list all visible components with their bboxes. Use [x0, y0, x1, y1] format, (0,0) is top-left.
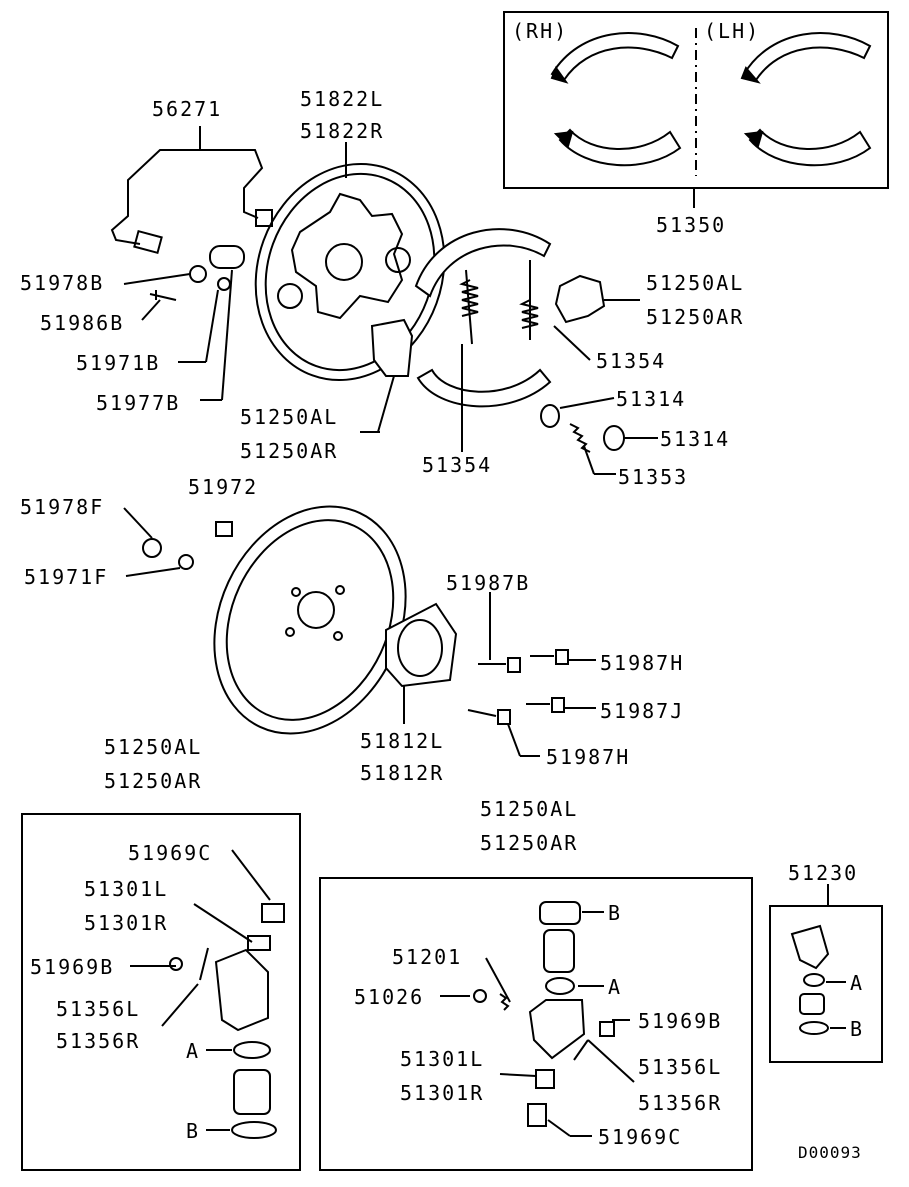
- label-51987B: 51987B: [446, 571, 531, 595]
- brake-tube: [110, 126, 264, 245]
- label-51250AL-a: 51250AL: [240, 405, 339, 429]
- label-51026: 51026: [354, 985, 425, 1009]
- label-51987H-a: 51987H: [600, 651, 685, 675]
- label-51822R: 51822R: [300, 119, 385, 143]
- box1-label-L: 51250AL: [104, 735, 203, 759]
- label-A3: A: [850, 971, 865, 995]
- label-51201: 51201: [392, 945, 463, 969]
- label-51972: 51972: [188, 475, 259, 499]
- label-51314-a: 51314: [616, 387, 687, 411]
- spring-left: [459, 269, 479, 345]
- wheel-cylinder-on-plate: [370, 318, 414, 433]
- wheel-cylinder-right: [554, 274, 636, 324]
- hub-bolts: [467, 592, 596, 757]
- label-51301R-b: 51301R: [400, 1081, 485, 1105]
- rh-brake-shoes: [550, 32, 682, 167]
- label-51971B: 51971B: [76, 351, 161, 375]
- nuts-lower: [123, 507, 233, 577]
- label-51356R-b: 51356R: [638, 1091, 723, 1115]
- label-51978B: 51978B: [20, 271, 105, 295]
- backing-plate: [254, 162, 446, 382]
- label-lh: (LH): [704, 19, 761, 43]
- label-51356L-a: 51356L: [56, 997, 141, 1021]
- label-51301L-a: 51301L: [84, 877, 169, 901]
- diagram-code: D00093: [798, 1143, 862, 1162]
- label-51822L: 51822L: [300, 87, 385, 111]
- label-51977B: 51977B: [96, 391, 181, 415]
- label-B2: B: [608, 901, 623, 925]
- label-56271: 56271: [152, 97, 223, 121]
- label-51812R: 51812R: [360, 761, 445, 785]
- label-51987J: 51987J: [600, 699, 685, 723]
- spring-right: [519, 260, 539, 340]
- label-51353: 51353: [618, 465, 689, 489]
- label-51986B: 51986B: [40, 311, 125, 335]
- hub-flange: [385, 602, 458, 724]
- label-B1: B: [186, 1119, 201, 1143]
- label-51812L: 51812L: [360, 729, 445, 753]
- label-51301L-b: 51301L: [400, 1047, 485, 1071]
- assembled-shoes: [414, 228, 552, 452]
- brake-drum: [213, 505, 407, 735]
- box1-label-R: 51250AR: [104, 769, 203, 793]
- label-51230: 51230: [788, 861, 859, 885]
- cylinder-box-left: [21, 813, 301, 1171]
- cylinder-box-middle: [319, 877, 753, 1171]
- adjuster-parts: [540, 325, 658, 475]
- tube-fitting-left: [133, 229, 163, 255]
- label-51350: 51350: [656, 213, 727, 237]
- label-51356L-b: 51356L: [638, 1055, 723, 1079]
- box2-label-R: 51250AR: [480, 831, 579, 855]
- box2-label-L: 51250AL: [480, 797, 579, 821]
- label-51978F: 51978F: [20, 495, 105, 519]
- label-51354-a: 51354: [596, 349, 667, 373]
- hardware-left: [123, 245, 245, 401]
- label-51250AR-a: 51250AR: [240, 439, 339, 463]
- cylinder-middle-parts: [440, 901, 635, 1137]
- label-51969C-b: 51969C: [598, 1125, 683, 1149]
- label-51301R-a: 51301R: [84, 911, 169, 935]
- label-rh: (RH): [512, 19, 569, 43]
- label-51354-b: 51354: [422, 453, 493, 477]
- label-51969B-a: 51969B: [30, 955, 115, 979]
- cylinder-left-parts: [130, 849, 285, 1139]
- label-A2: A: [608, 975, 623, 999]
- label-A1: A: [186, 1039, 201, 1063]
- label-51987H-b: 51987H: [546, 745, 631, 769]
- label-51250AR-b: 51250AR: [646, 305, 745, 329]
- label-51356R-a: 51356R: [56, 1029, 141, 1053]
- cylinder-box-right: [769, 905, 883, 1063]
- lh-brake-shoes: [740, 32, 872, 167]
- label-51250AL-b: 51250AL: [646, 271, 745, 295]
- shoe-kit-box: [503, 11, 889, 189]
- cylinder-right-parts: [790, 924, 846, 1035]
- label-51969B-b: 51969B: [638, 1009, 723, 1033]
- label-51971F: 51971F: [24, 565, 109, 589]
- label-51314-b: 51314: [660, 427, 731, 451]
- label-B3: B: [850, 1017, 865, 1041]
- label-51969C-a: 51969C: [128, 841, 213, 865]
- tube-fitting-right: [255, 209, 273, 227]
